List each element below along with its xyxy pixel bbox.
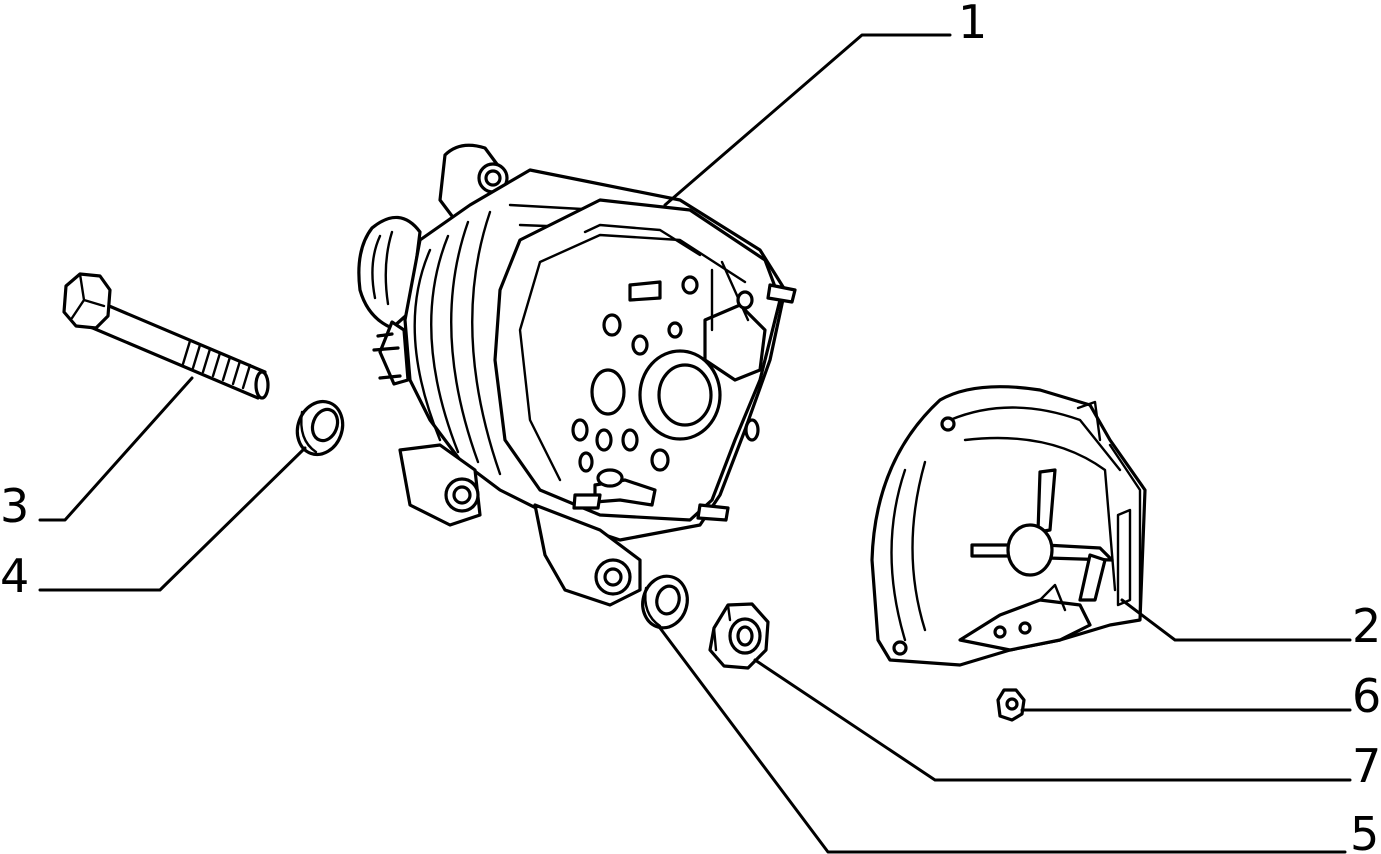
leader-4	[38, 446, 307, 592]
leader-2	[1120, 598, 1352, 642]
leader-7	[753, 658, 1352, 782]
callout-6: 6	[1352, 669, 1381, 723]
alternator-part	[357, 143, 797, 607]
leader-3	[38, 376, 194, 522]
hex-nut-part	[708, 602, 770, 670]
rear-cover-part	[870, 385, 1147, 667]
callout-1: 1	[958, 0, 987, 49]
small-nut-part	[996, 688, 1026, 722]
bolt-part	[62, 272, 270, 400]
callout-3: 3	[0, 479, 29, 533]
leader-5	[658, 626, 1347, 854]
washer-left-part	[295, 399, 345, 457]
leader-1	[663, 33, 952, 207]
washer-center-part	[641, 574, 689, 630]
callout-7: 7	[1352, 739, 1381, 793]
callout-2: 2	[1352, 599, 1381, 653]
callout-5: 5	[1350, 807, 1379, 854]
leader-lines	[38, 33, 1352, 854]
callout-4: 4	[0, 549, 29, 603]
